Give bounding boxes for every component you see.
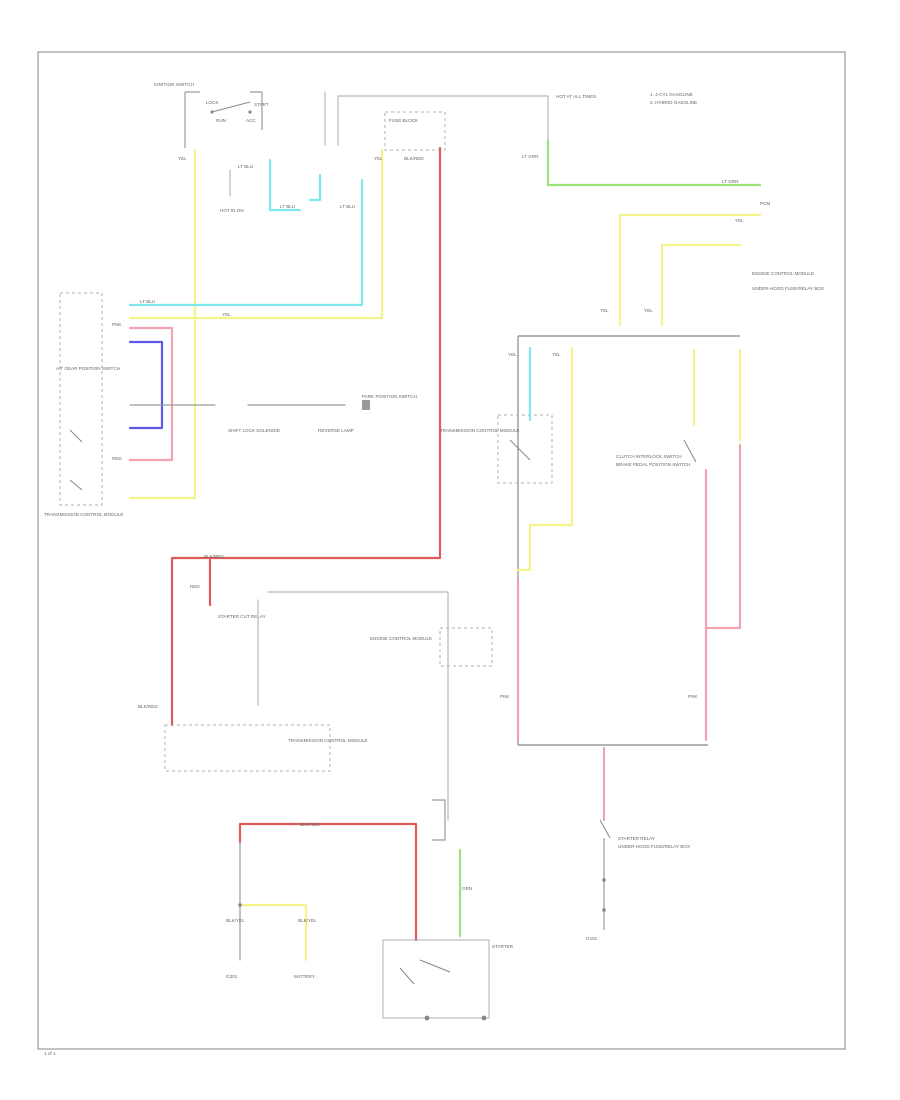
starter-relay: STARTER RELAY UNDER-HOOD FUSE/RELAY BOX …	[586, 819, 690, 941]
wire-label-yel-3: YEL	[222, 312, 231, 317]
run-label: RUN	[216, 118, 226, 123]
battery-label: BATTERY	[294, 974, 315, 979]
legend-line-2: 2. HYBRID GASOLINE	[650, 100, 697, 105]
starter-relay-label: STARTER RELAY	[618, 836, 655, 841]
reverse-lamp-label: REVERSE LAMP	[318, 428, 354, 433]
tcm-bottom-box: TRANSMISSION CONTROL MODULE	[164, 724, 367, 772]
under-hood-fuse-label: UNDER-HOOD FUSE/RELAY BOX	[752, 286, 824, 291]
wire-label-yel-2: YEL	[374, 156, 383, 161]
wire-label-blkred-2: BLK/RED	[204, 554, 224, 559]
starter-motor: STARTER GRN	[382, 799, 514, 1021]
wire-label-ltblu-4: LT BLU	[140, 299, 155, 304]
wire-label-blkred-1: BLK/RED	[404, 156, 424, 161]
fuse-block-label: FUSE BLOCK	[389, 118, 419, 123]
blk-yel-2: BLK/YEL	[298, 918, 317, 923]
tcm-label-left: TRANSMISSION CONTROL MODULE	[44, 512, 123, 517]
under-hood-fuse-bottom: UNDER-HOOD FUSE/RELAY BOX	[618, 844, 690, 849]
wire-label-ltgrn-1: LT GRN	[522, 154, 538, 159]
ignition-switch: IGNITION SWITCH LOCK START RUN ACC	[154, 82, 269, 148]
gear-switch-label: A/T GEAR POSITION SWITCH	[56, 366, 120, 371]
wire-label-ltblu-2: LT BLU	[280, 204, 295, 209]
wire-label-yel-8: YEL	[552, 352, 561, 357]
clutch-switch-label: CLUTCH INTERLOCK SWITCH	[616, 454, 682, 459]
ignition-switch-label: IGNITION SWITCH	[154, 82, 194, 87]
wire-label-red-1: RED	[112, 456, 122, 461]
engine-control-module-block: PCM ENGINE CONTROL MODULE UNDER-HOOD FUS…	[752, 201, 824, 291]
tcm-bottom-label: TRANSMISSION CONTROL MODULE	[288, 738, 367, 743]
hot-in-on-label: HOT IN ON	[220, 208, 244, 213]
lock-label: LOCK	[206, 100, 219, 105]
acc-label: ACC	[246, 118, 256, 123]
pcm-label: PCM	[760, 201, 770, 206]
fuse-block: FUSE BLOCK HOT AT ALL TIMES	[384, 94, 596, 151]
wire-label-blkred-3: BLK/RED	[138, 704, 158, 709]
hot-at-all-times-label: HOT AT ALL TIMES	[556, 94, 596, 99]
diagram-frame	[37, 51, 846, 1050]
ecm-middle-label: ENGINE CONTROL MODULE	[370, 636, 432, 641]
blk-red-bottom: BLK/RED	[300, 822, 320, 827]
wire-label-pnk-3: PNK	[688, 694, 698, 699]
wire-label-yel-4: YEL	[735, 218, 744, 223]
ecm-label: ENGINE CONTROL MODULE	[752, 271, 814, 276]
legend-line-1: 1. 4-CYL GASOLINE	[650, 92, 693, 97]
wire-label-yel-5: YEL	[600, 308, 609, 313]
start-label: START	[254, 102, 269, 107]
wire-label-pnk-1: PNK	[112, 322, 122, 327]
wire-label-ltblu-1: LT BLU	[238, 164, 253, 169]
wire-label-red-2: RED	[190, 584, 200, 589]
ecm-middle: ENGINE CONTROL MODULE	[370, 627, 493, 667]
g301-label: G301	[226, 974, 238, 979]
wire-label-ltblu-3: LT BLU	[340, 204, 355, 209]
blk-yel-1: BLK/YEL	[226, 918, 245, 923]
wire-label-yel-7: YEL	[508, 352, 517, 357]
wire-label-grn: GRN	[462, 886, 472, 891]
starter-cut-relay-label: STARTER CUT RELAY	[218, 614, 266, 619]
g101-label: G101	[586, 936, 598, 941]
wire-label-yel-1: YEL	[178, 156, 187, 161]
page-number: 1 of 1	[44, 1051, 56, 1056]
wire-label-pnk-2: PNK	[500, 694, 510, 699]
a-t-gear-position-right: TRANSMISSION CONTROL MODULE	[440, 428, 519, 433]
starter-label: STARTER	[492, 944, 514, 949]
wire-label-yel-6: YEL	[644, 308, 653, 313]
gear-position-switch: A/T GEAR POSITION SWITCH TRANSMISSION CO…	[44, 292, 123, 517]
wire-label-ltgrn-2: LT GRN	[722, 179, 738, 184]
brake-switch-label: BRAKE PEDAL POSITION SWITCH	[616, 462, 690, 467]
shift-lock-label: SHIFT LOCK SOLENOID	[228, 428, 281, 433]
park-switch-label: PARK POSITION SWITCH	[362, 394, 417, 399]
bottom-junction: BLK/RED BLK/YEL BLK/YEL G301 BATTERY	[226, 822, 418, 979]
